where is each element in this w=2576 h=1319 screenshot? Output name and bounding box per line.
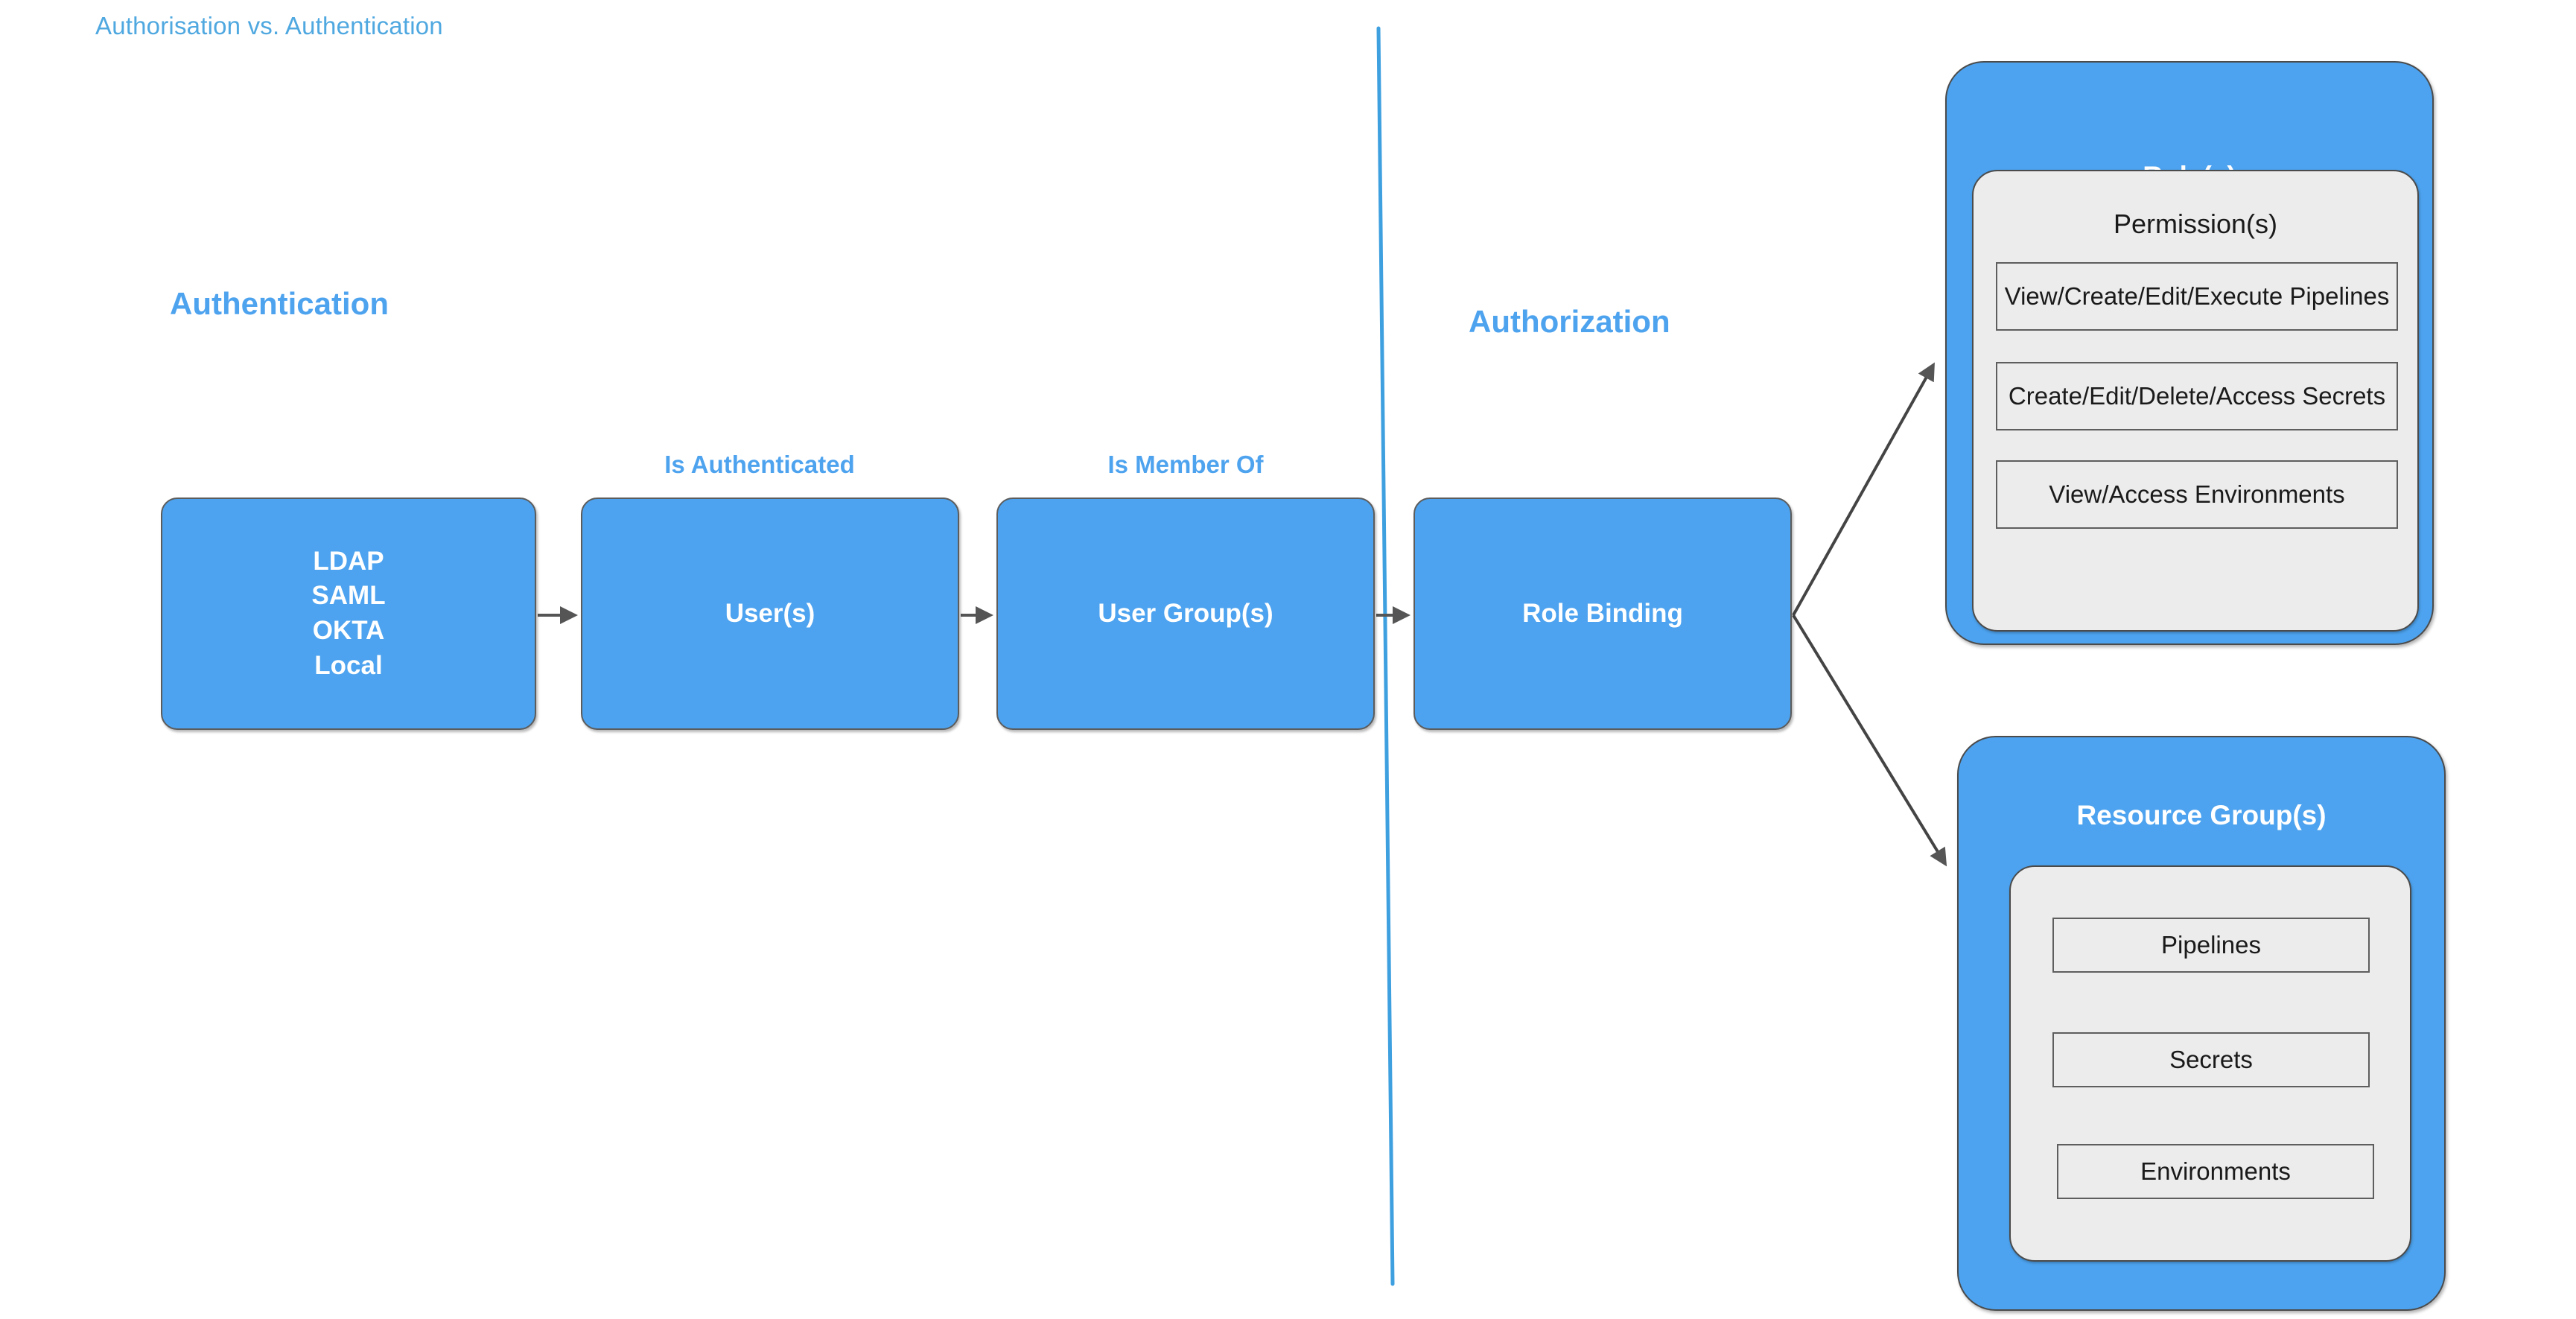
card-resource-groups-title: Resource Group(s) <box>2076 800 2327 830</box>
resource-item[interactable]: Pipelines <box>2052 918 2370 973</box>
edge-label-is-member-of: Is Member Of <box>1107 451 1264 478</box>
node-identity-providers-label: LDAP SAML OKTA Local <box>311 546 386 680</box>
page-title: Authorisation vs. Authentication <box>95 12 443 39</box>
permission-item[interactable]: View/Access Environments <box>1996 460 2398 529</box>
edge-label-is-authenticated: Is Authenticated <box>664 451 855 478</box>
resource-item[interactable]: Secrets <box>2052 1032 2370 1087</box>
node-users[interactable]: User(s) <box>581 498 959 730</box>
permission-item[interactable]: View/Create/Edit/Execute Pipelines <box>1996 262 2398 331</box>
node-identity-providers[interactable]: LDAP SAML OKTA Local <box>161 498 536 730</box>
node-role-binding[interactable]: Role Binding <box>1413 498 1792 730</box>
panel-resources: Pipelines Secrets Environments <box>2009 865 2411 1262</box>
panel-permissions: Permission(s) View/Create/Edit/Execute P… <box>1972 170 2419 632</box>
panel-permissions-heading: Permission(s) <box>2113 209 2278 239</box>
card-roles[interactable]: Role(s) Permission(s) View/Create/Edit/E… <box>1945 61 2434 645</box>
node-role-binding-label: Role Binding <box>1522 598 1683 628</box>
permission-item[interactable]: Create/Edit/Delete/Access Secrets <box>1996 362 2398 430</box>
section-heading-authentication: Authentication <box>170 286 389 321</box>
node-user-groups-label: User Group(s) <box>1098 598 1273 628</box>
resource-item[interactable]: Environments <box>2057 1144 2374 1199</box>
node-users-label: User(s) <box>725 598 815 628</box>
card-resource-groups[interactable]: Resource Group(s) Pipelines Secrets Envi… <box>1957 736 2446 1311</box>
node-user-groups[interactable]: User Group(s) <box>996 498 1375 730</box>
section-heading-authorization: Authorization <box>1469 304 1670 339</box>
